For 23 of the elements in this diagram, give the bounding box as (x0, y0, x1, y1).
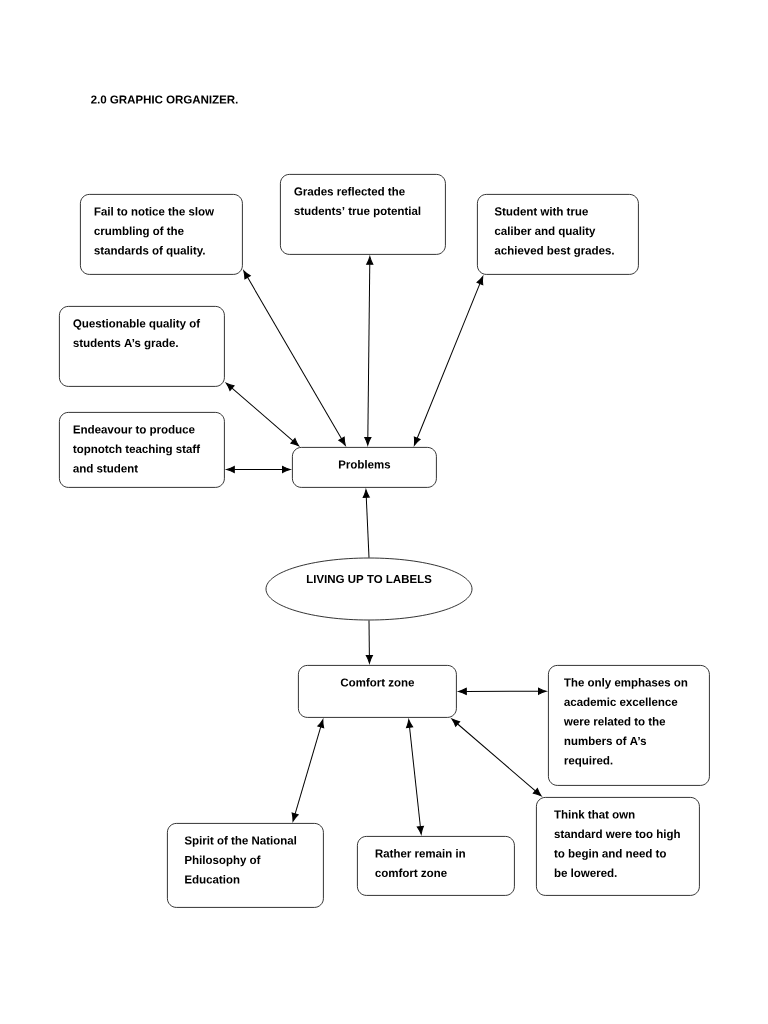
rounded-box: Grades reflected the students’ true potential (280, 174, 446, 255)
arrow (365, 619, 373, 664)
rounded-box: Think that own standard were too high to begin and need to be lowered. (536, 797, 700, 896)
rounded-box: Endeavour to produce topnotch teaching staff and student (59, 412, 225, 488)
rounded-box: Rather remain in comfort zone (357, 836, 515, 896)
double-arrow (413, 276, 484, 446)
rounded-box: Comfort zone (298, 665, 457, 718)
rounded-box: Questionable quality of students A’s grade. (59, 306, 225, 387)
double-arrow (243, 270, 346, 446)
rounded-box: Student with true caliber and quality achieved best grades. (477, 194, 639, 275)
rounded-box: Fail to notice the slow crumbling of the standards of quality. (80, 194, 243, 275)
double-arrow (291, 719, 325, 822)
rounded-box: Problems (292, 447, 437, 488)
double-arrow (451, 718, 542, 797)
double-arrow (225, 382, 300, 447)
double-arrow (458, 687, 547, 695)
double-arrow (406, 719, 424, 835)
arrow (362, 489, 370, 559)
title: 2.0 GRAPHIC ORGANIZER. (91, 95, 238, 104)
rounded-box: Spirit of the National Philosophy of Education (167, 823, 324, 908)
rounded-box: The only emphases on academic excellence were related to the numbers of A’s required. (548, 665, 710, 786)
double-arrow (364, 256, 374, 446)
double-arrow (226, 465, 291, 474)
